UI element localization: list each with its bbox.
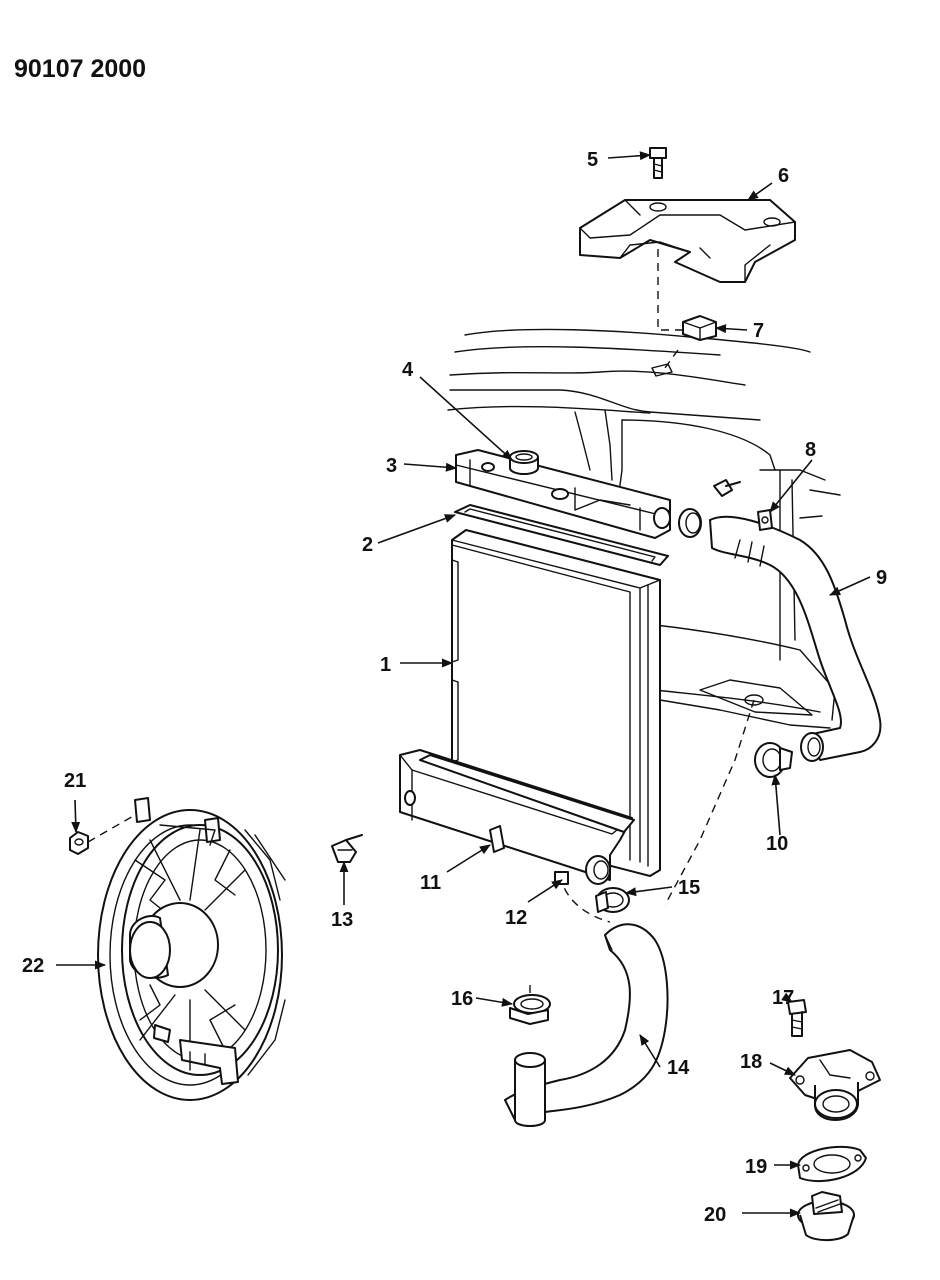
callout-8: 8 bbox=[805, 439, 816, 461]
thermostat bbox=[797, 1191, 855, 1242]
callout-18: 18 bbox=[740, 1051, 762, 1073]
callout-5: 5 bbox=[587, 149, 598, 171]
callout-7: 7 bbox=[753, 320, 764, 342]
callout-10: 10 bbox=[766, 833, 788, 855]
housing-bolt bbox=[787, 999, 807, 1037]
callout-14: 14 bbox=[667, 1057, 690, 1079]
radiator-cap bbox=[509, 450, 539, 475]
callout-16: 16 bbox=[451, 988, 473, 1010]
callout-9: 9 bbox=[876, 567, 887, 589]
thermostat-housing bbox=[789, 1049, 881, 1121]
callout-17: 17 bbox=[772, 987, 794, 1009]
thermostat-gasket bbox=[797, 1145, 867, 1182]
radiator-upper-tank bbox=[455, 449, 702, 539]
drain-cock bbox=[331, 834, 363, 863]
hose-bracket-clip bbox=[757, 509, 773, 531]
leader-lines bbox=[56, 151, 871, 1218]
callout-15: 15 bbox=[678, 877, 700, 899]
callout-4: 4 bbox=[402, 359, 414, 381]
document-code: 90107 2000 bbox=[14, 55, 146, 83]
callout-3: 3 bbox=[386, 455, 397, 477]
mount-guide-line-2 bbox=[661, 349, 679, 373]
lower-hose-outlet-clamp bbox=[509, 994, 551, 1025]
fan-mounting-nut bbox=[69, 831, 89, 855]
callout-2: 2 bbox=[362, 534, 373, 556]
callout-20: 20 bbox=[704, 1204, 726, 1226]
lower-hose-clamp bbox=[595, 887, 630, 913]
callout-19: 19 bbox=[745, 1156, 767, 1178]
callout-1: 1 bbox=[380, 654, 391, 676]
upper-radiator-hose bbox=[709, 515, 882, 762]
lower-tank-gasket bbox=[419, 754, 635, 833]
callout-11: 11 bbox=[420, 872, 441, 894]
upper-tank-gasket bbox=[454, 504, 669, 566]
callout-12: 12 bbox=[505, 907, 527, 929]
callout-numbers: 1 2 3 4 5 6 7 8 9 10 11 12 13 14 15 16 1… bbox=[22, 149, 887, 1226]
callout-22: 22 bbox=[22, 955, 44, 977]
callout-13: 13 bbox=[331, 909, 353, 931]
lower-radiator-hose bbox=[504, 923, 669, 1127]
vehicle-body-outline bbox=[447, 328, 841, 729]
tank-bolt bbox=[713, 479, 741, 497]
upper-mounting-bracket bbox=[579, 199, 796, 283]
upper-hose-clamp bbox=[754, 742, 793, 778]
radiator-lower-tank bbox=[399, 749, 633, 885]
mounting-clip bbox=[651, 315, 717, 377]
callout-6: 6 bbox=[778, 165, 789, 187]
drain-guide-line bbox=[664, 699, 755, 906]
electric-cooling-fan bbox=[97, 797, 286, 1101]
bracket-bolt bbox=[649, 147, 667, 179]
callout-21: 21 bbox=[64, 770, 86, 792]
